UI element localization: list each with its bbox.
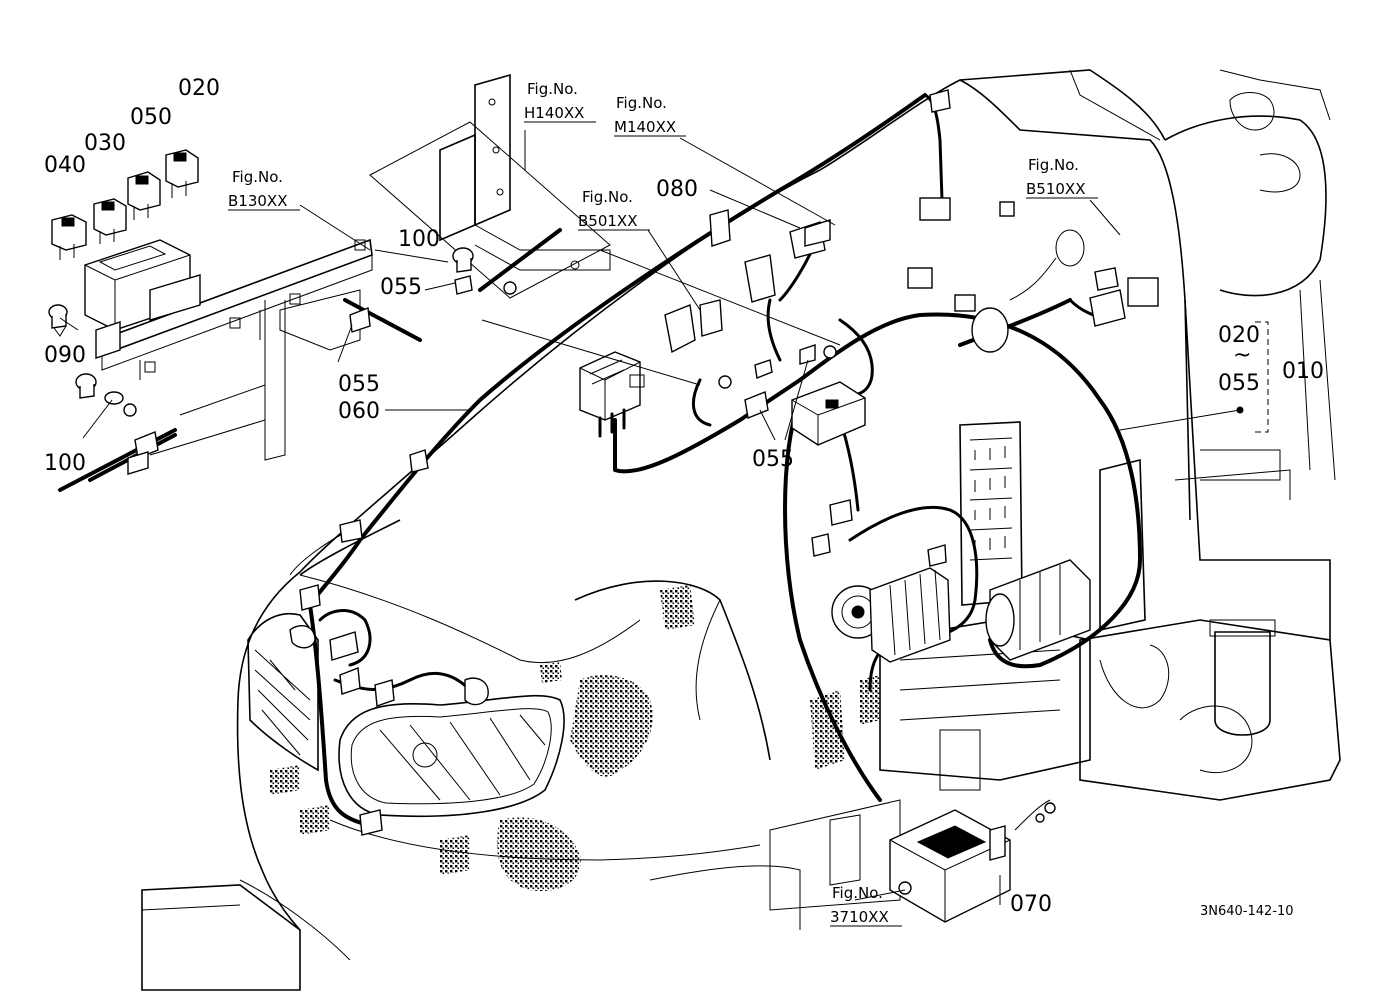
fig-ref-h140: Fig.No. H140XX (524, 80, 596, 123)
callout-060: 060 (338, 399, 380, 424)
fig-ref-label: Fig.No. (527, 80, 578, 98)
module-3710 (889, 809, 1011, 923)
fuse-030 (93, 198, 127, 244)
fig-ref-label: Fig.No. (616, 94, 667, 112)
callout-range-to: 055 (1218, 371, 1260, 396)
fig-ref-code: B501XX (578, 212, 637, 230)
fig-ref-label: Fig.No. (832, 884, 883, 902)
fuse-box (84, 239, 201, 359)
callout-055-top: 055 (380, 275, 422, 300)
callout-010: 010 (1282, 359, 1324, 384)
tractor-body-outline (99, 69, 1341, 991)
fig-ref-m140: Fig.No. M140XX (614, 94, 686, 137)
callout-range-sep: ~ (1233, 343, 1251, 368)
callout-055-mid: 055 (338, 372, 380, 397)
paint-texture (270, 585, 880, 891)
callout-100-top: 100 (398, 227, 440, 252)
fig-ref-3710: Fig.No. 3710XX (830, 884, 902, 927)
starter-motor (985, 559, 1091, 661)
callout-range-from: 020 (1218, 323, 1260, 348)
fuse-040 (51, 214, 87, 260)
fuse-050 (127, 171, 161, 220)
callout-070: 070 (1010, 892, 1052, 917)
callout-030: 030 (84, 131, 126, 156)
relay-center (579, 351, 645, 438)
fig-ref-code: 3710XX (830, 908, 889, 926)
callout-020: 020 (178, 76, 220, 101)
callout-040: 040 (44, 153, 86, 178)
figure-references: Fig.No. B130XX Fig.No. H140XX Fig.No. M1… (228, 80, 1098, 927)
drawing-code: 3N640-142-10 (1200, 904, 1294, 919)
fig-ref-code: B130XX (228, 192, 287, 210)
fig-ref-label: Fig.No. (582, 188, 633, 206)
callout-090: 090 (44, 343, 86, 368)
fig-ref-b130: Fig.No. B130XX (228, 168, 300, 211)
leader-lines (59, 130, 1269, 905)
fig-ref-code: B510XX (1026, 180, 1085, 198)
callout-100-left: 100 (44, 451, 86, 476)
fig-ref-label: Fig.No. (1028, 156, 1079, 174)
fig-ref-code: M140XX (614, 118, 676, 136)
fig-ref-label: Fig.No. (232, 168, 283, 186)
main-wiring-harness (58, 93, 1142, 827)
fig-ref-b501: Fig.No. B501XX (578, 188, 650, 231)
bolt-100-top (452, 247, 474, 273)
callout-055-center: 055 (752, 447, 794, 472)
callout-080: 080 (656, 177, 698, 202)
callout-labels: 020 050 030 040 090 100 100 055 055 060 … (44, 76, 1324, 917)
bolt-090 (48, 304, 68, 337)
callout-050: 050 (130, 105, 172, 130)
fig-ref-code: H140XX (524, 104, 584, 122)
connectors (48, 89, 1159, 923)
bolt-100-left (75, 373, 124, 405)
fuse-020 (165, 149, 199, 198)
fig-ref-b510: Fig.No. B510XX (1026, 156, 1098, 199)
alternator (831, 567, 951, 663)
